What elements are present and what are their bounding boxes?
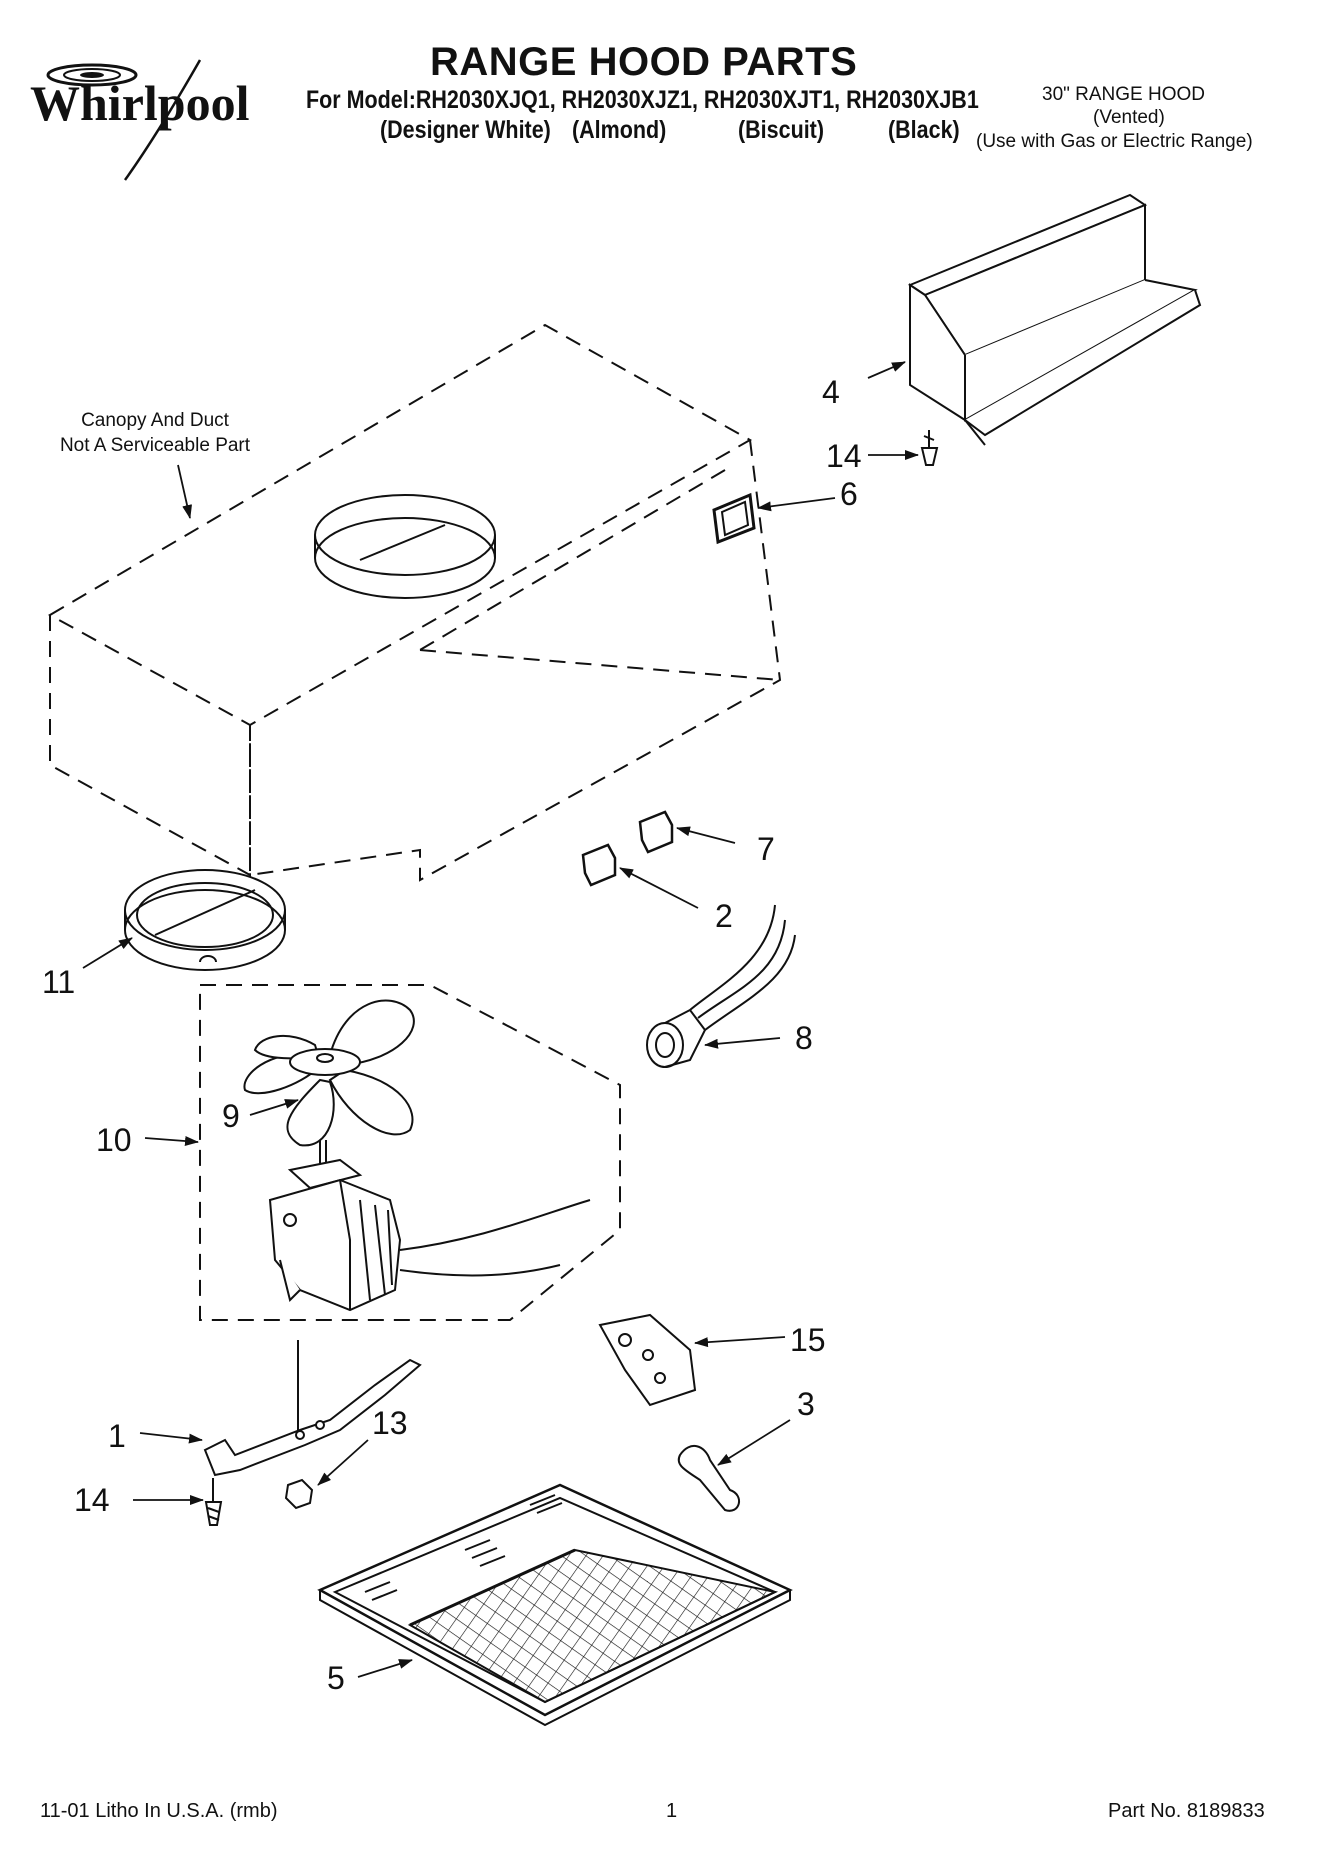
label-part-15: 15 [790, 1322, 826, 1358]
leader-11 [82, 937, 133, 969]
leader-7 [676, 826, 736, 844]
leader-13 [317, 1439, 369, 1486]
label-part-7: 7 [757, 831, 775, 867]
whirlpool-logo: Whirlpool [30, 59, 250, 181]
label-part-9: 9 [222, 1098, 240, 1134]
part-6-plate [712, 492, 756, 545]
label-part-10: 10 [96, 1122, 132, 1158]
part-9-fan-blade [243, 999, 415, 1147]
part-8-socket [646, 904, 796, 1068]
leader-1 [139, 1432, 203, 1444]
footer-page-number: 1 [666, 1800, 678, 1822]
brand-wordmark: Whirlpool [30, 75, 250, 131]
label-part-13: 13 [372, 1405, 408, 1441]
part-15-bracket [598, 1313, 697, 1407]
leader-6 [757, 497, 836, 512]
label-part-11: 11 [42, 964, 76, 1000]
duct-collar [314, 494, 496, 599]
part-11-ring [124, 869, 286, 971]
label-part-2: 2 [715, 898, 733, 934]
part-5-filter [317, 1483, 793, 1727]
page-title: RANGE HOOD PARTS [430, 40, 858, 84]
label-part-8: 8 [795, 1020, 813, 1056]
canopy-outline [47, 323, 782, 882]
leader-2 [619, 867, 699, 909]
label-part-5: 5 [327, 1660, 345, 1696]
hood-type: 30" RANGE HOOD [1042, 84, 1206, 105]
part-7-switch [638, 810, 674, 854]
part-2-switch [581, 843, 617, 887]
label-part-14-top: 14 [826, 438, 862, 474]
color-designer-white: (Designer White) [380, 116, 551, 144]
part-14-screw-top [920, 430, 939, 466]
footer-part-number: Part No. 8189833 [1108, 1800, 1265, 1822]
label-part-3: 3 [797, 1386, 815, 1422]
leader-15 [694, 1336, 786, 1348]
color-almond: (Almond) [572, 116, 667, 144]
footer-litho: 11-01 Litho In U.S.A. (rmb) [40, 1800, 278, 1822]
model-list: For Model:RH2030XJQ1, RH2030XJZ1, RH2030… [306, 86, 979, 114]
part-3-clip [677, 1445, 740, 1512]
color-biscuit: (Biscuit) [738, 116, 824, 144]
part-14-screw-bottom [204, 1478, 223, 1526]
part-4-damper [907, 193, 1202, 446]
vent-type: (Vented) [1093, 107, 1165, 128]
leader-10 [144, 1136, 199, 1147]
label-part-14-bottom: 14 [74, 1482, 110, 1518]
usage-note: (Use with Gas or Electric Range) [976, 131, 1253, 152]
leader-3 [717, 1419, 791, 1466]
leader-8 [704, 1037, 781, 1049]
color-black: (Black) [888, 116, 960, 144]
leader-9 [249, 1099, 299, 1116]
motor [268, 1140, 591, 1312]
leader-4 [867, 361, 906, 379]
canopy-note-line1: Canopy And Duct [81, 410, 229, 431]
label-part-1: 1 [108, 1418, 126, 1454]
leader-5 [357, 1659, 413, 1678]
canopy-note: Canopy And Duct Not A Serviceable Part [40, 408, 270, 458]
label-part-6: 6 [840, 476, 858, 512]
part-10-boundary [199, 984, 621, 1321]
label-part-4: 4 [822, 374, 840, 410]
part-13-nut [284, 1478, 314, 1510]
canopy-note-line2: Not A Serviceable Part [59, 435, 251, 456]
part-1-bracket [203, 1340, 422, 1477]
leader-note [177, 464, 193, 519]
